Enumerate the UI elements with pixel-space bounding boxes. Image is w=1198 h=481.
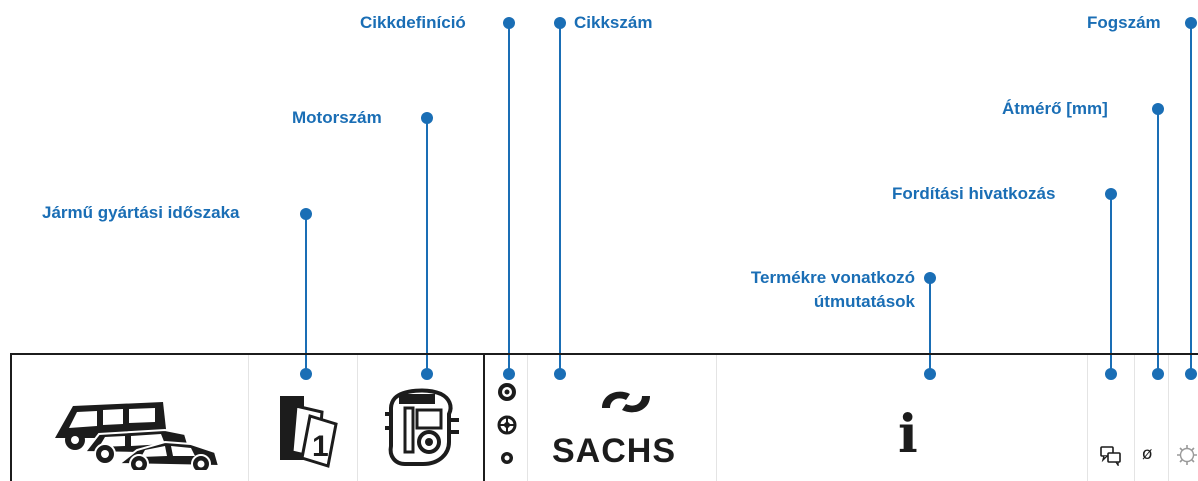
bar-separator-5: [716, 355, 717, 481]
leader-dot-teeth-bottom: [1185, 368, 1197, 380]
diameter-icon: ø: [1142, 444, 1153, 464]
calendar-icon: 1: [280, 396, 338, 468]
bar-top-border: [10, 353, 1198, 355]
bar-separator-8: [1168, 355, 1169, 481]
callout-diameter: Átmérő [mm]: [1002, 99, 1108, 118]
bar-separator-1: [248, 355, 249, 481]
leader-dot-engine-bottom: [421, 368, 433, 380]
sachs-logo-mark: [602, 391, 650, 413]
leader-line-article: [559, 23, 561, 374]
leader-dot-crossref-bottom: [1105, 368, 1117, 380]
callout-engine-number: Motorszám: [292, 108, 382, 127]
leader-dot-notes-bottom: [924, 368, 936, 380]
leader-line-production: [305, 214, 307, 374]
callout-product-notes-line1: Termékre vonatkozó: [750, 268, 915, 287]
leader-dot-definition-bottom: [503, 368, 515, 380]
callout-article-number: Cikkszám: [574, 13, 653, 32]
sachs-logo-text: SACHS: [552, 432, 677, 470]
callout-product-notes-line2: útmutatások: [813, 292, 915, 311]
info-icon: i: [898, 404, 918, 465]
callout-production-period: Jármű gyártási időszaka: [42, 203, 240, 222]
vehicles-icon: [55, 402, 221, 470]
bar-separator-2: [357, 355, 358, 481]
article-definition-icons: [497, 383, 517, 464]
leader-line-crossref: [1110, 194, 1112, 374]
leader-line-engine: [426, 118, 428, 374]
callout-teeth-count: Fogszám: [1087, 13, 1161, 32]
callout-article-definition: Cikkdefiníció: [360, 13, 466, 32]
leader-line-teeth: [1190, 23, 1192, 374]
leader-dot-production-bottom: [300, 368, 312, 380]
bar-separator-4: [527, 355, 528, 481]
leader-line-definition: [508, 23, 510, 374]
cross-reference-icon: [1100, 446, 1121, 466]
bar-left-border: [10, 353, 12, 481]
bar-separator-3: [483, 355, 485, 481]
svg-text:1: 1: [312, 430, 329, 463]
callout-cross-reference: Fordítási hivatkozás: [892, 184, 1056, 203]
leader-line-notes: [929, 278, 931, 374]
bar-separator-6: [1087, 355, 1088, 481]
leader-line-diameter: [1157, 109, 1159, 374]
callout-product-notes: Termékre vonatkozó útmutatások: [705, 266, 915, 314]
leader-dot-diameter-bottom: [1152, 368, 1164, 380]
bar-separator-7: [1134, 355, 1135, 481]
gear-teeth-icon: [1177, 445, 1197, 465]
leader-dot-article-bottom: [554, 368, 566, 380]
engine-icon: [385, 388, 459, 466]
